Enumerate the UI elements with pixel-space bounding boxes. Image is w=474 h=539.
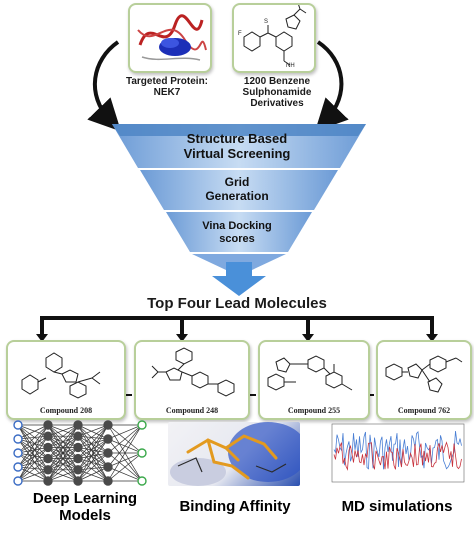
nn-node [13, 476, 23, 486]
protein-card [128, 3, 212, 73]
nn-node [13, 434, 23, 444]
md-simulations-label: MD simulations [341, 498, 453, 515]
nn-node [43, 431, 53, 441]
nn-node [137, 448, 147, 458]
left-curved-arrow [87, 40, 122, 132]
compound-label: Compound 255 [287, 406, 341, 415]
nn-node [73, 465, 83, 475]
protein-structure-icon [137, 14, 207, 61]
nn-node [43, 453, 53, 464]
nn-node [43, 442, 53, 453]
compound-structure-icon [385, 355, 463, 393]
compound-structure-icon [151, 347, 235, 397]
neural-network-icon [13, 420, 147, 486]
funnel-stage-2: Grid Generation [205, 175, 269, 203]
nn-node [73, 420, 83, 430]
nn-node [73, 442, 83, 453]
down-arrow [212, 262, 266, 296]
svg-text:F: F [238, 31, 242, 37]
compound-card-4: Compound 762 [376, 340, 472, 420]
binding-affinity-label: Binding Affinity [179, 498, 291, 515]
lead-tree-connector [40, 316, 434, 334]
nn-node [13, 462, 23, 472]
nn-node [13, 420, 23, 430]
compound-label: Compound 208 [39, 406, 93, 415]
nn-node [43, 465, 53, 475]
compound-card-2: Compound 248 [134, 340, 250, 420]
compound-structure-icon [21, 352, 101, 399]
deep-learning-label: Deep Learning Models [32, 490, 138, 525]
compound-label: Compound 248 [165, 406, 219, 415]
svg-text:S: S [264, 19, 268, 25]
compound-card-3: Compound 255 [258, 340, 370, 420]
compound-label: Compound 762 [397, 406, 451, 415]
nn-node [103, 462, 113, 472]
screening-funnel [112, 124, 366, 270]
docked-ligand-icon [170, 422, 300, 486]
svg-text:NH: NH [286, 63, 295, 69]
nn-node [73, 453, 83, 464]
binding-affinity-image [168, 422, 300, 486]
derivative-card: S F NH [232, 2, 316, 73]
nn-node [103, 476, 113, 486]
nn-node [43, 476, 53, 486]
lead-title: Top Four Lead Molecules [147, 295, 327, 312]
nn-node [43, 420, 53, 430]
funnel-stage-1: Structure Based Virtual Screening [183, 131, 291, 161]
nn-node [13, 448, 23, 458]
nn-node [73, 476, 83, 486]
derivatives-label: 1200 Benzene Sulphonamide Derivatives [242, 76, 312, 109]
nn-node [73, 431, 83, 441]
protein-label: Targeted Protein: NEK7 [125, 76, 209, 98]
nn-node [137, 420, 147, 430]
nn-node [103, 420, 113, 430]
compound-structure-icon [267, 355, 353, 391]
nn-node [103, 434, 113, 444]
right-curved-arrow [314, 40, 349, 132]
sulphonamide-scaffold-icon: S F NH [238, 2, 307, 69]
compound-card-1: Compound 208 [6, 340, 126, 420]
funnel-stage-3: Vina Docking scores [202, 220, 272, 245]
nn-node [103, 448, 113, 458]
nn-node [137, 476, 147, 486]
md-simulation-plot [331, 423, 465, 483]
